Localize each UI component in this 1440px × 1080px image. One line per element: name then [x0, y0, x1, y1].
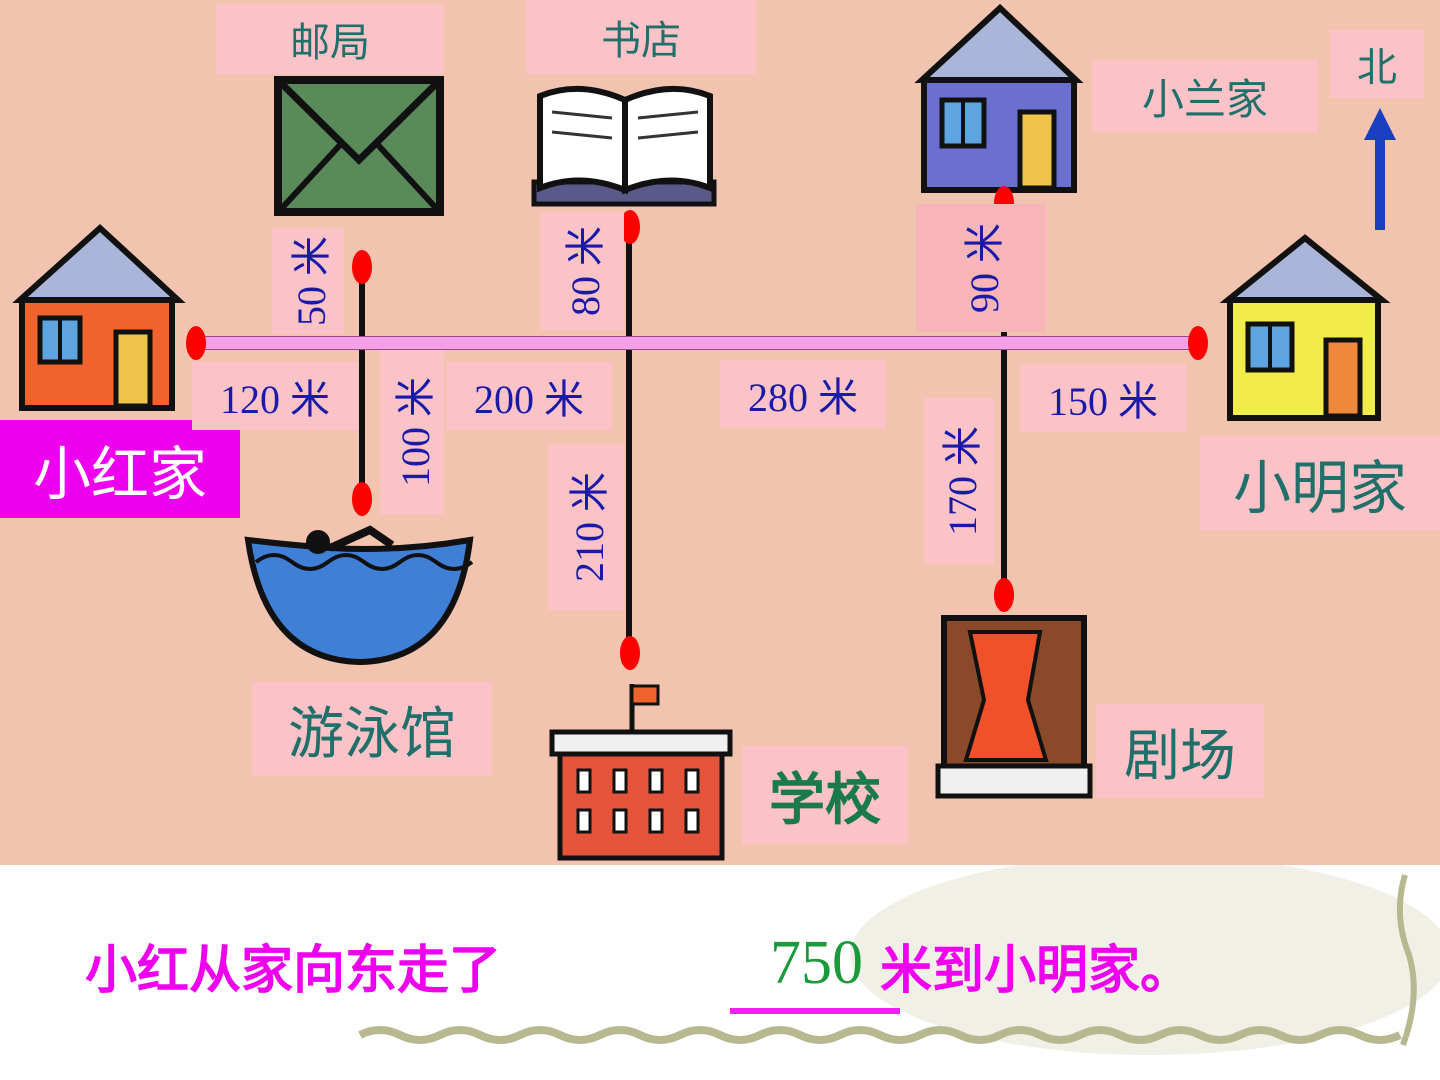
distance-lan-down: 170 米 — [924, 398, 994, 564]
label-theater: 剧场 — [1096, 704, 1264, 798]
xiaohong-house-icon — [12, 223, 186, 411]
point-xiaohong — [186, 326, 206, 360]
distance-hong-to-post: 120 米 — [192, 362, 358, 430]
answer-value: 750 — [770, 929, 863, 997]
distance-post-up: 50 米 — [272, 228, 344, 334]
north-arrow-icon — [1364, 108, 1396, 230]
book-icon — [531, 85, 717, 207]
point-xiaoming — [1188, 326, 1208, 360]
label-xiaohong-home: 小红家 — [0, 420, 240, 518]
school-icon — [549, 684, 733, 861]
distance-post-down: 100 米 — [380, 350, 444, 514]
xiaolan-house-icon — [914, 3, 1084, 193]
label-xiaoming-home: 小明家 — [1200, 436, 1440, 530]
theater-icon — [935, 615, 1093, 799]
point-post-office — [352, 250, 372, 284]
distance-post-to-book: 200 米 — [446, 362, 612, 430]
distance-lan-to-ming: 150 米 — [1020, 364, 1186, 432]
label-post-office: 邮局 — [216, 4, 444, 74]
answer-blank-underline — [730, 1008, 900, 1014]
distance-book-up: 80 米 — [540, 212, 624, 330]
label-school: 学校 — [742, 746, 908, 844]
envelope-icon — [274, 76, 444, 216]
xiaoming-house-icon — [1219, 234, 1391, 421]
point-bookstore — [620, 210, 640, 244]
road-xiaolan — [1001, 200, 1007, 594]
distance-lan-up: 90 米 — [916, 204, 1046, 332]
question-area — [0, 865, 1440, 1080]
point-school — [620, 636, 640, 670]
road-post-office — [359, 268, 365, 500]
point-pool — [352, 482, 372, 516]
question-prefix: 小红从家向东走了 — [85, 941, 502, 1001]
main-east-road — [198, 336, 1196, 350]
decorative-vine — [358, 865, 1440, 1055]
distance-book-to-lan: 280 米 — [720, 360, 886, 428]
point-theater — [994, 578, 1014, 612]
label-xiaolan-home: 小兰家 — [1092, 60, 1318, 132]
label-pool: 游泳馆 — [252, 682, 492, 776]
map-area: 邮局 书店 小兰家 北 小明家 小红家 游泳馆 学校 剧场 120 米 200 … — [0, 0, 1440, 865]
swimming-pool-icon — [244, 525, 474, 666]
label-north: 北 — [1330, 30, 1424, 98]
question-suffix: 米到小明家。 — [880, 941, 1193, 1001]
distance-book-down: 210 米 — [548, 444, 624, 610]
map-illustrations — [12, 3, 1396, 861]
road-bookstore — [626, 228, 632, 654]
label-bookstore: 书店 — [526, 0, 756, 74]
